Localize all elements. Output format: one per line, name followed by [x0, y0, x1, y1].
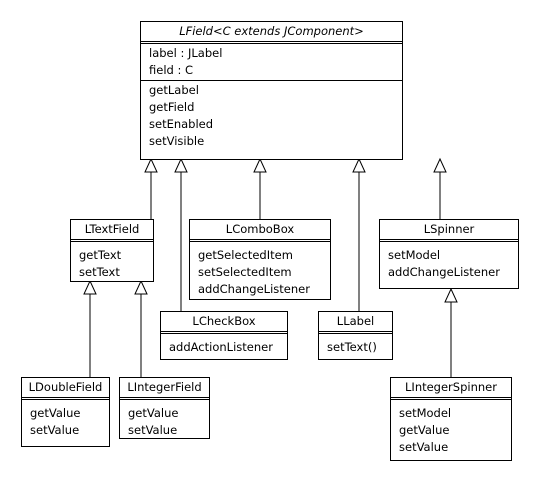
arrowhead-lintegerfield-ltextfield: [134, 279, 148, 295]
class-llabel: LLabel setText(): [318, 311, 393, 360]
arrowhead-lintegerspinner-lspinner: [444, 287, 458, 303]
arrowhead-lcheckbox-lfield: [174, 157, 188, 173]
method: setSelectedItem: [198, 265, 292, 279]
class-lcheckbox-name: LCheckBox: [161, 312, 287, 334]
class-lintegerspinner-name: LIntegerSpinner: [391, 378, 511, 400]
class-lfield-attributes: label : JLabel field : C: [141, 44, 402, 80]
method: setValue: [128, 423, 178, 437]
method: setModel: [388, 248, 441, 262]
class-lintegerspinner-methods: setModel getValue setValue: [391, 400, 511, 457]
class-lcombobox: LComboBox getSelectedItem setSelectedIte…: [189, 219, 331, 300]
arrowhead-llabel-lfield: [352, 157, 366, 173]
arrowhead-lcombobox-lfield: [253, 157, 267, 173]
method: getValue: [30, 406, 81, 420]
method: getValue: [399, 423, 450, 437]
class-lfield: LField<C extends JComponent> label : JLa…: [140, 21, 403, 160]
method: getLabel: [149, 83, 199, 97]
method: addActionListener: [169, 340, 273, 354]
class-lintegerspinner: LIntegerSpinner setModel getValue setVal…: [390, 377, 512, 461]
method: getValue: [128, 406, 179, 420]
method: setValue: [30, 423, 80, 437]
arrowhead-lspinner-lfield: [433, 157, 447, 173]
class-ldoublefield: LDoubleField getValue setValue: [21, 377, 110, 447]
attribute: field : C: [149, 63, 194, 77]
method: getText: [79, 248, 122, 262]
class-lintegerfield: LIntegerField getValue setValue: [119, 377, 210, 439]
method: setValue: [399, 440, 449, 454]
class-lspinner-methods: setModel addChangeListener: [380, 242, 518, 282]
class-ldoublefield-name: LDoubleField: [22, 378, 109, 400]
class-ldoublefield-methods: getValue setValue: [22, 400, 109, 440]
class-ltextfield-methods: getText setText: [71, 242, 153, 282]
class-llabel-methods: setText(): [319, 334, 392, 357]
arrowhead-ltextfield-lfield: [144, 157, 158, 173]
class-lfield-methods: getLabel getField setEnabled setVisible: [141, 80, 402, 151]
class-lcheckbox: LCheckBox addActionListener: [160, 311, 288, 360]
class-lfield-name: LField<C extends JComponent>: [141, 22, 402, 44]
method: setVisible: [149, 134, 205, 148]
class-lcheckbox-methods: addActionListener: [161, 334, 287, 357]
method: addChangeListener: [388, 265, 500, 279]
class-lintegerfield-methods: getValue setValue: [120, 400, 209, 440]
class-lcombobox-methods: getSelectedItem setSelectedItem addChang…: [190, 242, 330, 299]
class-lspinner-name: LSpinner: [380, 220, 518, 242]
class-ltextfield-name: LTextField: [71, 220, 153, 242]
attribute: label : JLabel: [149, 46, 223, 60]
method: setModel: [399, 406, 452, 420]
class-llabel-name: LLabel: [319, 312, 392, 334]
method: setEnabled: [149, 117, 214, 131]
method: setText(): [327, 340, 377, 354]
arrowhead-ldoublefield-ltextfield: [83, 279, 97, 295]
class-lintegerfield-name: LIntegerField: [120, 378, 209, 400]
class-lcombobox-name: LComboBox: [190, 220, 330, 242]
method: setText: [79, 265, 120, 279]
class-lspinner: LSpinner setModel addChangeListener: [379, 219, 519, 289]
method: getField: [149, 100, 195, 114]
method: addChangeListener: [198, 282, 310, 296]
class-ltextfield: LTextField getText setText: [70, 219, 154, 282]
method: getSelectedItem: [198, 248, 293, 262]
